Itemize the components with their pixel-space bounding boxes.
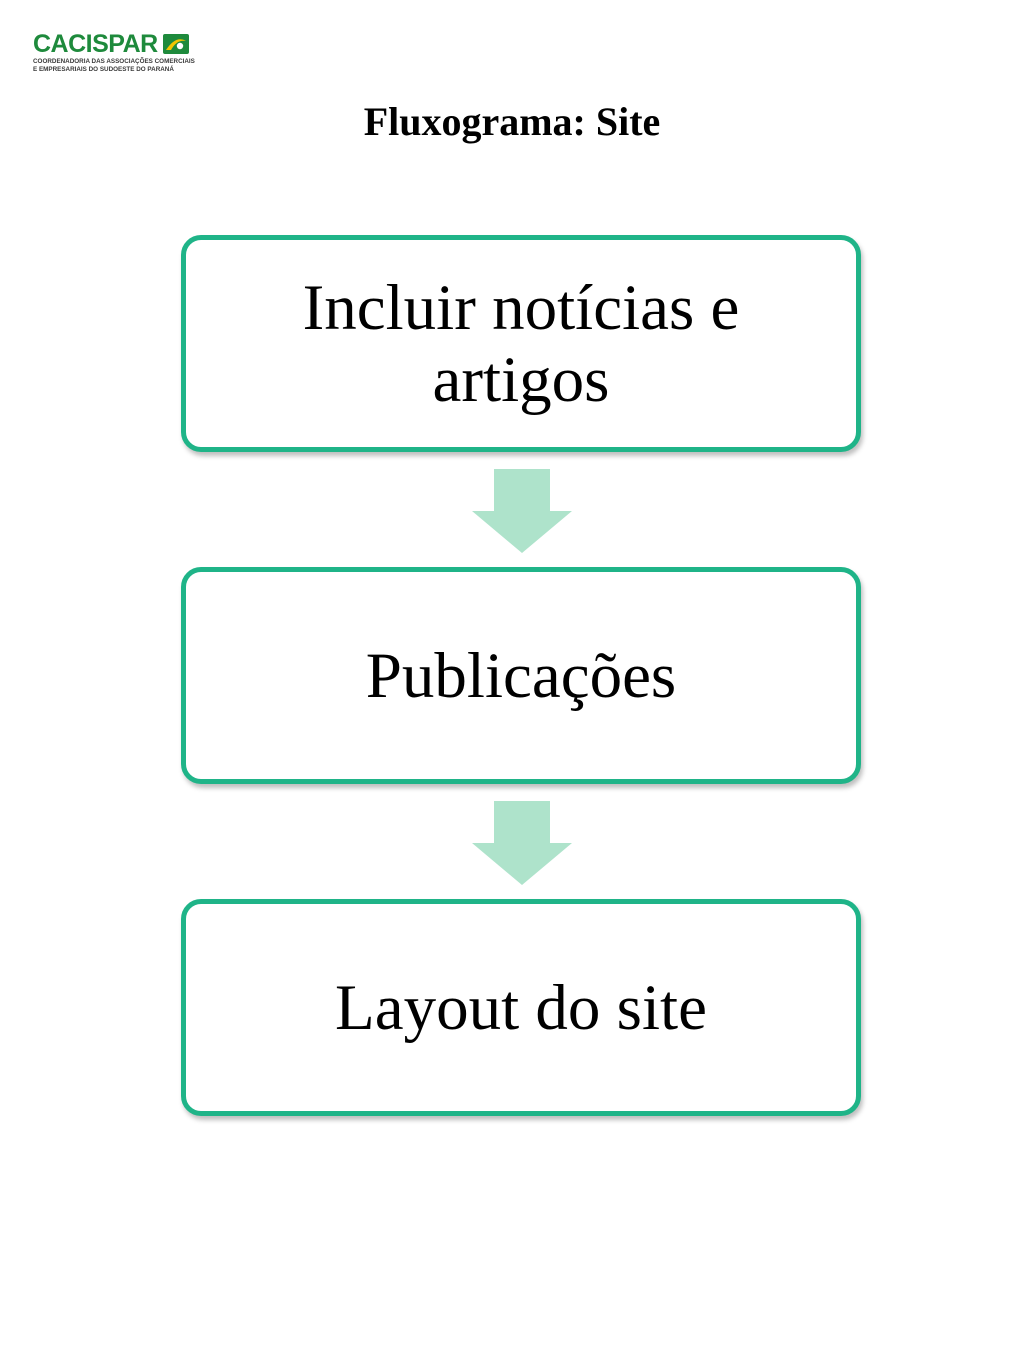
flow-step-label: Publicações — [365, 639, 677, 712]
logo-name: CACISPAR — [33, 30, 158, 58]
down-arrow-icon — [472, 469, 572, 553]
flow-step-publicacoes: Publicações — [181, 567, 861, 784]
flow-step-label: Layout do site — [335, 971, 707, 1044]
down-arrow-icon — [472, 801, 572, 885]
cacispar-logo: CACISPAR Coordenadoria das Associações C… — [33, 30, 203, 75]
page-title: Fluxograma: Site — [363, 99, 661, 144]
flow-step-layout-do-site: Layout do site — [181, 899, 861, 1116]
flow-step-incluir-noticias: Incluir notícias e artigos — [181, 235, 861, 452]
logo-row: CACISPAR — [33, 30, 203, 58]
logo-subtitle-line-1: Coordenadoria das Associações Comerciais — [33, 58, 195, 65]
flow-step-label: Incluir notícias e artigos — [302, 271, 740, 416]
logo-subtitle-line-2: e Empresariais do Sudoeste do Paraná — [33, 65, 174, 73]
sun-flag-icon — [162, 34, 189, 54]
